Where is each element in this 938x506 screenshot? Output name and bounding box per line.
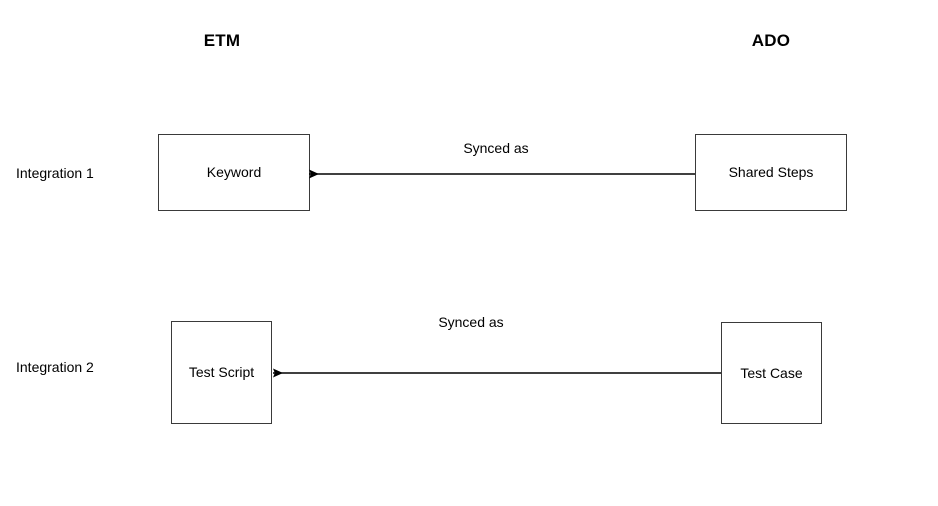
node-keyword[interactable]: Keyword <box>158 134 310 211</box>
column-header-ado: ADO <box>751 31 791 50</box>
column-header-etm: ETM <box>203 31 241 50</box>
edge-label-integration-1: Synced as <box>461 140 531 156</box>
node-shared-steps[interactable]: Shared Steps <box>695 134 847 211</box>
node-test-case[interactable]: Test Case <box>721 322 822 424</box>
node-test-script-label: Test Script <box>188 364 255 381</box>
node-keyword-label: Keyword <box>206 164 262 181</box>
row-label-integration-1: Integration 1 <box>16 165 94 181</box>
node-test-case-label: Test Case <box>740 364 803 381</box>
row-label-integration-2: Integration 2 <box>16 359 94 375</box>
node-test-script[interactable]: Test Script <box>171 321 272 424</box>
node-shared-steps-label: Shared Steps <box>728 164 814 181</box>
edge-label-integration-2: Synced as <box>436 314 506 330</box>
